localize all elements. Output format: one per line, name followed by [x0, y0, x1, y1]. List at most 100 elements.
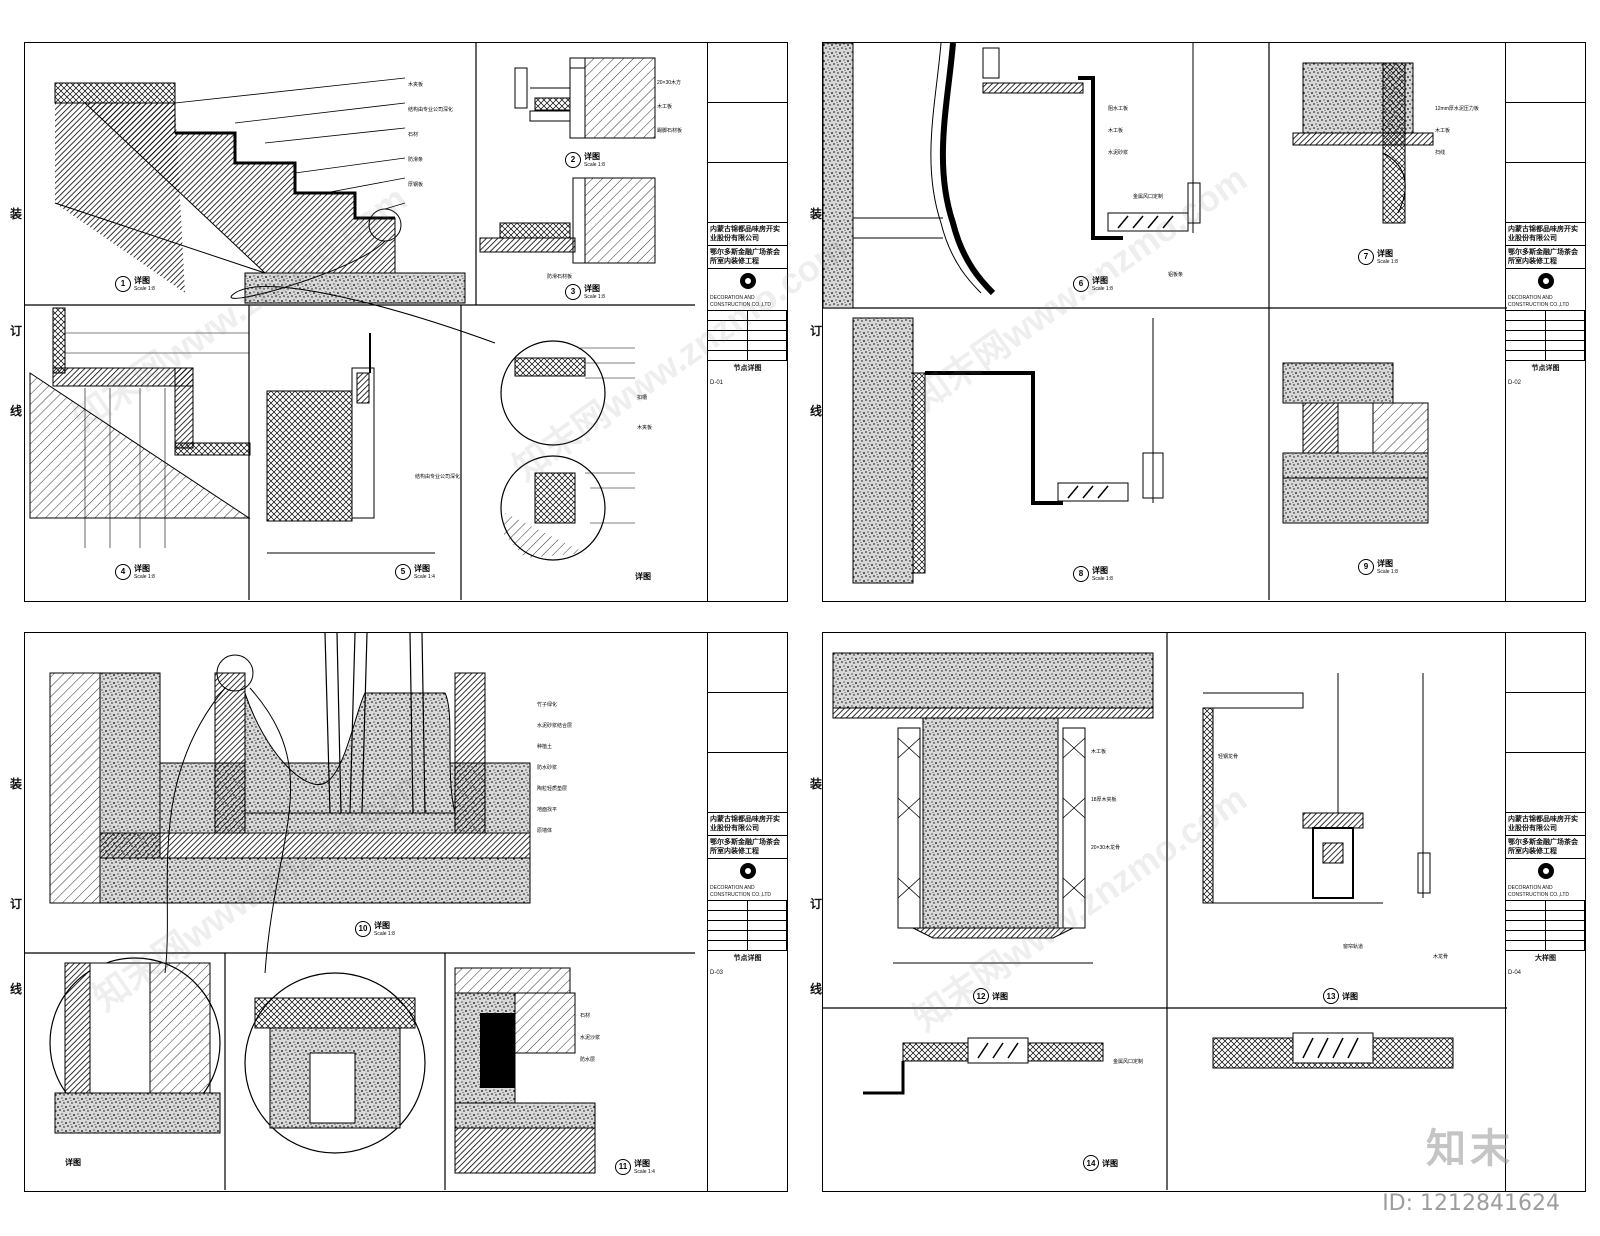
sheet-d01-drawing — [25, 43, 695, 600]
sheet-number: D-01 — [710, 379, 724, 386]
title-block-d04: 内蒙古锦都品味房开实业股份有限公司 鄂尔多斯金融广场茶会所室内装修工程 DECO… — [1505, 633, 1585, 1191]
annotation: 金属风口定制 — [1133, 194, 1164, 200]
detail-scale: Scale 1:8 — [584, 294, 605, 300]
title-block-d02: 内蒙古锦都品味房开实业股份有限公司 鄂尔多斯金融广场茶会所室内装修工程 DECO… — [1505, 43, 1585, 601]
margin-mark-xian: 线 — [810, 982, 823, 996]
annotation-list-d03: 竹子绿化 水泥砂浆结合层 种植土 防水砂浆 陶粒轻质垫层 地面找平 原墙体 — [537, 695, 572, 842]
sheet-name: 大样图 — [1535, 954, 1556, 962]
annotation: 踢脚石材板 — [657, 128, 683, 134]
margin-mark-zhuang: 装 — [810, 207, 823, 221]
sheet-number: D-02 — [1508, 379, 1522, 386]
company-logo-icon — [1506, 272, 1585, 290]
annotation: 木工板 — [657, 104, 673, 110]
annotation: 金属风口定制 — [1113, 1059, 1144, 1065]
detail-number: 6 — [1073, 275, 1089, 292]
detail-title: 详图 — [1377, 559, 1393, 568]
annotation: 木夹板 — [408, 82, 424, 88]
image-id-text: ID: 1212841624 — [1382, 1191, 1560, 1216]
margin-mark-ding: 订 — [10, 324, 23, 338]
detail-number: 13 — [1323, 988, 1339, 1004]
detail-scale: Scale 1:8 — [1092, 286, 1113, 292]
annotation-list-d02: 阻水工板 木工板 水泥砂浆 — [1108, 98, 1128, 164]
annotation: 原墙体 — [537, 828, 553, 834]
annotation: 阻水工板 — [1108, 106, 1129, 112]
detail-scale: Scale 1:4 — [634, 1169, 655, 1175]
margin-mark-zhuang: 装 — [810, 777, 823, 791]
detail-title: 详图 — [635, 572, 651, 581]
project-name: 鄂尔多斯金融广场茶会所室内装修工程 — [708, 246, 787, 270]
margin-mark-xian: 线 — [10, 404, 23, 418]
detail-title: 详图 — [374, 921, 390, 930]
annotation: 木工板 — [1091, 749, 1107, 755]
detail-title: 详图 — [1342, 991, 1358, 1001]
annotation: 竹子绿化 — [537, 702, 558, 708]
title-block-d01: 内蒙古锦都品味房开实业股份有限公司 鄂尔多斯金融广场茶会所室内装修工程 DECO… — [707, 43, 787, 601]
margin-mark-zhuang: 装 — [10, 207, 23, 221]
company-logo-icon — [708, 272, 787, 290]
sheet-d04-drawing — [823, 633, 1507, 1190]
detail-title: 详图 — [134, 276, 150, 285]
client-name: 内蒙古锦都品味房开实业股份有限公司 — [1506, 813, 1585, 837]
annotation: 防滑条 — [408, 157, 424, 163]
detail-title: 详图 — [414, 564, 430, 573]
designer-name: DECORATION AND CONSTRUCTION CO.,LTD — [708, 883, 787, 901]
detail-scale: Scale 1:4 — [414, 574, 435, 580]
detail-number: 12 — [973, 988, 989, 1004]
enlarged-detail-title: 详图 — [65, 1157, 81, 1168]
detail-number: 5 — [395, 563, 411, 580]
annotation: 铝板条 — [1168, 272, 1184, 278]
annotation-list-d04: 木工板 18厚木夹板 20×30木龙骨 — [1091, 728, 1120, 872]
annotation: 结构由专业公司深化 — [408, 107, 454, 113]
detail-title: 详图 — [1092, 566, 1108, 575]
detail-number: 2 — [565, 151, 581, 168]
brand-logo-text: 知末 — [1426, 1127, 1514, 1171]
annotation: 扫线 — [1435, 150, 1446, 156]
annotation-list-d02-right: 12mm厚水泥压力板 木工板 扫线 — [1435, 98, 1479, 164]
client-name: 内蒙古锦都品味房开实业股份有限公司 — [708, 813, 787, 837]
detail-title: 详图 — [992, 991, 1008, 1001]
detail-number: 1 — [115, 275, 131, 292]
detail-number: 11 — [615, 1158, 631, 1175]
annotation-list-d01-circle: 扣槽 木夹板 — [637, 383, 652, 443]
detail-number: 14 — [1083, 1155, 1099, 1171]
sheet-name: 节点详图 — [1531, 364, 1560, 372]
annotation: 20×30木龙骨 — [1091, 845, 1121, 851]
annotation: 地面找平 — [537, 807, 558, 813]
company-logo-icon — [708, 862, 787, 880]
detail-number: 4 — [115, 563, 131, 580]
detail-scale: Scale 1:8 — [374, 931, 395, 937]
annotation: 木工板 — [1435, 128, 1451, 134]
detail-number: 8 — [1073, 565, 1089, 582]
enlarged-detail-title: 详图 — [635, 571, 651, 582]
title-block-d03: 内蒙古锦都品味房开实业股份有限公司 鄂尔多斯金融广场茶会所室内装修工程 DECO… — [707, 633, 787, 1191]
sheet-d03-drawing — [25, 633, 695, 1190]
annotation-list-d01: 木夹板 结构由专业公司深化 石材 防滑条 厚钢板 — [408, 73, 453, 198]
margin-mark-ding: 订 — [810, 324, 823, 338]
margin-mark-zhuang: 装 — [10, 777, 23, 791]
detail-number: 3 — [565, 283, 581, 300]
detail-scale: Scale 1:8 — [1092, 576, 1113, 582]
detail-title: 详图 — [1092, 276, 1108, 285]
annotation: 防滑石材板 — [547, 274, 573, 280]
detail-title: 详图 — [134, 564, 150, 573]
project-name: 鄂尔多斯金融广场茶会所室内装修工程 — [1506, 246, 1585, 270]
detail-title: 详图 — [634, 1159, 650, 1168]
detail-number: 9 — [1358, 558, 1374, 575]
annotation: 厚钢板 — [408, 182, 424, 188]
client-name: 内蒙古锦都品味房开实业股份有限公司 — [708, 223, 787, 247]
annotation: 木龙骨 — [1433, 954, 1449, 960]
detail-scale: Scale 1:8 — [134, 286, 155, 292]
annotation-list-d01-right: 20×30木方 木工板 踢脚石材板 — [657, 71, 682, 143]
designer-name: DECORATION AND CONSTRUCTION CO.,LTD — [1506, 293, 1585, 311]
annotation: 水泥沙浆 — [580, 1035, 601, 1041]
detail-title: 详图 — [584, 152, 600, 161]
annotation: 窗帘轨道 — [1343, 944, 1364, 950]
